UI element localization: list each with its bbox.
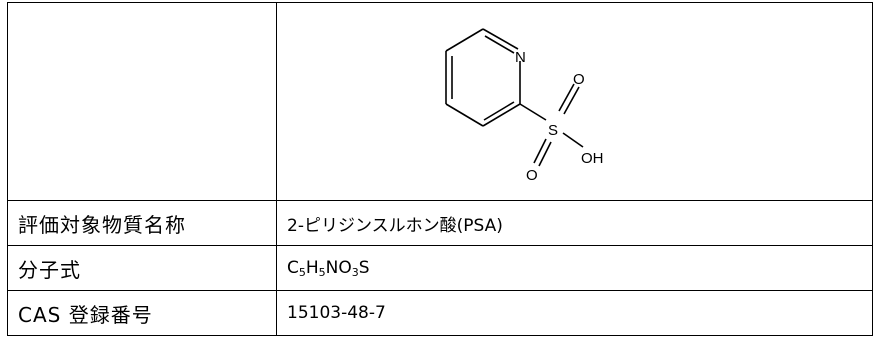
- formula-element: NO: [325, 258, 352, 278]
- pyridine-sulfonic-acid-structure: N S O O OH: [445, 28, 604, 184]
- formula-element: H: [305, 258, 319, 278]
- atom-o-top-label: O: [573, 71, 585, 88]
- formula-element: S: [358, 258, 370, 278]
- name-label: 評価対象物質名称: [7, 200, 277, 246]
- cas-label: CAS 登録番号: [7, 290, 277, 336]
- bond-c2-c3: [482, 103, 521, 127]
- double-bond-inner-1: [484, 35, 515, 54]
- formula-subscript: 5: [318, 266, 326, 279]
- substance-table: N S O O OH 評価対象物質名称 2-ピリジンスルホン酸(PSA) 分子式…: [7, 2, 873, 336]
- structure-row: N S O O OH: [7, 2, 873, 201]
- bond-s-o-top-a: [558, 83, 575, 112]
- structure-diagram: N S O O OH: [277, 3, 872, 200]
- atom-n-label: N: [515, 49, 526, 66]
- atom-o-bottom-label: O: [526, 167, 538, 184]
- bond-lines: [445, 28, 584, 167]
- bond-c6-c1: [482, 28, 519, 50]
- formula-element: C: [287, 258, 299, 278]
- bond-c3-c4: [445, 103, 484, 127]
- bond-c5-c6: [445, 28, 484, 52]
- name-value: 2-ピリジンスルホン酸(PSA): [276, 200, 873, 246]
- formula-subscript: 5: [298, 266, 306, 279]
- formula-subscript: 3: [351, 266, 359, 279]
- bond-s-o-top-b: [563, 86, 580, 115]
- bond-s-oh: [562, 132, 584, 148]
- cas-row: CAS 登録番号 15103-48-7: [7, 290, 873, 336]
- formula-label: 分子式: [7, 245, 277, 291]
- formula-row: 分子式 C5H5NO3S: [7, 245, 873, 291]
- cas-value: 15103-48-7: [276, 290, 873, 336]
- structure-label-cell: [7, 2, 277, 201]
- bond-s-o-bottom-a: [533, 138, 547, 164]
- atom-oh-label: OH: [581, 150, 604, 167]
- double-bond-inner-2: [483, 101, 515, 121]
- structure-cell: N S O O OH: [276, 2, 873, 201]
- bond-c2-s: [519, 103, 547, 121]
- atom-s-label: S: [548, 122, 558, 139]
- name-row: 評価対象物質名称 2-ピリジンスルホン酸(PSA): [7, 200, 873, 246]
- formula-value-cell: C5H5NO3S: [276, 245, 873, 291]
- molecular-formula: C5H5NO3S: [287, 258, 370, 278]
- bond-s-o-bottom-b: [538, 141, 552, 167]
